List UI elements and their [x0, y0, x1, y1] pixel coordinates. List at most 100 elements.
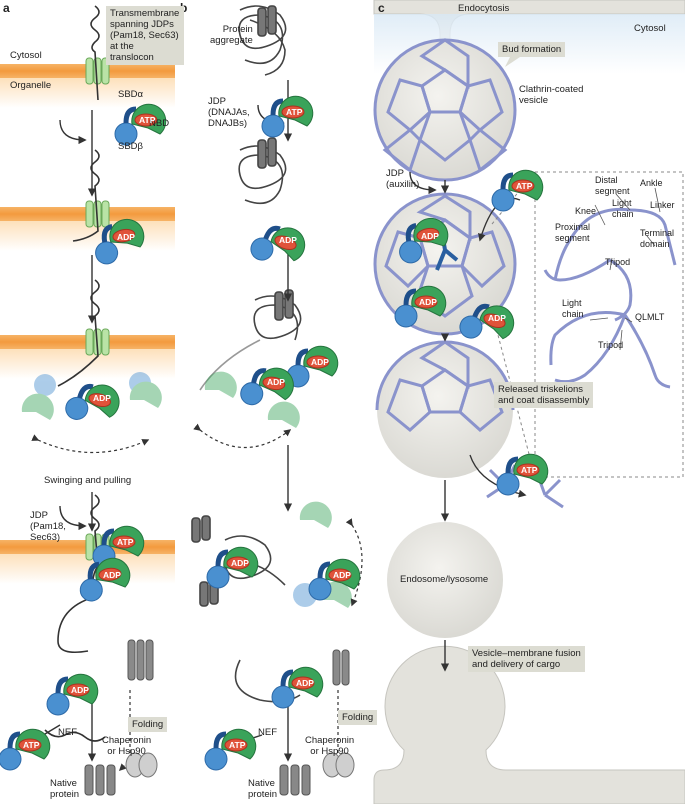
ghost-hsp70-b — [204, 371, 352, 608]
atp-label: ATP — [521, 465, 538, 475]
aggregate-b1 — [238, 5, 287, 76]
atp-label: ATP — [23, 740, 40, 750]
atp-label: ATP — [139, 115, 156, 125]
hsp70-molecule — [206, 546, 259, 589]
nef-label-b: NEF — [258, 727, 277, 738]
adp-nucleotide — [328, 568, 352, 582]
adp-label: ADP — [296, 678, 314, 688]
nef-label-a: NEF — [58, 727, 77, 738]
bud-formation-callout: Bud formation — [498, 42, 566, 57]
membrane-a3 — [0, 335, 175, 379]
atp-nucleotide — [18, 738, 42, 752]
atp-label: ATP — [286, 107, 303, 117]
proximal-segment-label: Proximal segment — [555, 222, 591, 243]
sbd-beta-domain — [491, 188, 515, 212]
sbd-beta-domain — [95, 241, 119, 265]
panel-b — [191, 5, 363, 796]
panel-c — [373, 0, 685, 804]
sbd-alpha-lid — [251, 368, 267, 384]
sbd-beta-domain — [399, 240, 423, 264]
adp-label: ADP — [279, 235, 297, 245]
hsp70-molecule — [95, 218, 145, 265]
endosome — [387, 522, 503, 638]
adp-nucleotide — [483, 313, 506, 329]
fusion-callout: Vesicle–membrane fusion and delivery of … — [468, 646, 585, 672]
atp-nucleotide — [224, 738, 248, 752]
jdp-auxilin-label: JDP (auxilin) — [386, 168, 420, 190]
swinging-arrow — [31, 434, 150, 453]
sbd-alpha-lid — [123, 106, 137, 124]
sbd-alpha-lid — [472, 303, 490, 318]
sbd-alpha-lid — [270, 98, 284, 116]
cytosol-label-c: Cytosol — [634, 23, 666, 34]
tripod-label-2: Tripod — [598, 340, 624, 350]
hsp70-molecule — [394, 285, 447, 328]
fused-membrane — [373, 645, 685, 804]
folded-protein-a — [127, 639, 154, 681]
cytosol-label-a: Cytosol — [10, 50, 42, 61]
panel-label-a: a — [3, 1, 10, 15]
sbd-beta-domain — [204, 747, 228, 771]
native-protein-b — [279, 764, 311, 796]
sbd-beta-domain — [308, 577, 332, 601]
folding-callout-a: Folding — [128, 717, 168, 732]
membrane-a2 — [0, 207, 175, 251]
chaperonin-a — [125, 752, 158, 778]
adp-label: ADP — [421, 231, 439, 241]
native-protein-label-a: Native protein — [50, 778, 80, 800]
sbd-beta-domain — [206, 565, 230, 589]
jdp-dnaj-label: JDP (DNAJAs, DNAJBs) — [208, 96, 250, 129]
hsp70-molecule — [46, 673, 99, 716]
ghost-hsp70-group — [21, 372, 162, 420]
membrane-a1 — [0, 64, 175, 108]
adp-nucleotide — [226, 556, 250, 570]
nbd-label: NBD — [149, 118, 170, 129]
sbd-alpha-lid — [87, 561, 100, 580]
swing-arrow-b2 — [345, 518, 363, 607]
sbd-alpha-lid — [215, 549, 229, 567]
adp-nucleotide — [291, 676, 315, 690]
hsp70-molecule — [271, 666, 324, 709]
sbd-alpha-label: SBDα — [118, 89, 144, 100]
atp-nucleotide — [112, 535, 136, 549]
translocon-jdp-callout: Transmembrane spanning JDPs (Pam18, Sec6… — [106, 6, 184, 65]
sbd-beta-domain — [65, 396, 89, 420]
endocytosis-label: Endocytosis — [458, 3, 510, 14]
adp-label: ADP — [267, 377, 285, 387]
light-chain-label-2: Light chain — [562, 298, 584, 319]
triskelion-inset — [534, 171, 684, 478]
sbd-beta-domain — [496, 472, 520, 496]
qlmlt-label: QLMLT — [635, 312, 665, 322]
sbd-alpha-lid — [263, 225, 281, 240]
clathrin-vesicle-label: Clathrin-coated vesicle — [519, 84, 584, 106]
hsp70-molecule — [496, 453, 549, 496]
adp-nucleotide — [416, 227, 440, 242]
tripod-label-1: Tripod — [605, 257, 631, 267]
chaperonin-label-a: Chaperonin or Hsp90 — [102, 735, 152, 757]
adp-label: ADP — [333, 570, 351, 580]
adp-label: ADP — [93, 393, 111, 403]
coated-vesicle-1 — [373, 38, 517, 182]
adp-label: ADP — [419, 297, 437, 307]
organelle-label: Organelle — [10, 80, 52, 91]
hsp70-molecule — [65, 383, 120, 420]
sbd-alpha-lid — [403, 288, 417, 306]
hsp70-molecule — [459, 303, 515, 340]
distal-segment-label: Distal segment — [595, 175, 630, 196]
hsp70-molecule — [240, 367, 294, 406]
hsp70-molecule — [491, 169, 544, 212]
adp-label: ADP — [488, 313, 506, 323]
sbd-alpha-lid — [55, 676, 69, 694]
jdp-pam18-label: JDP (Pam18, Sec63) — [30, 510, 66, 543]
hsp70-molecule — [0, 728, 51, 771]
adp-label: ADP — [103, 570, 121, 580]
hsp70-molecule — [79, 557, 131, 602]
adp-nucleotide — [262, 376, 286, 391]
swinging-pulling-label: Swinging and pulling — [44, 475, 132, 486]
triskelion-upper — [543, 207, 677, 322]
hsp70-molecule — [261, 95, 314, 138]
swing-arrow-b1 — [193, 423, 292, 448]
sbd-alpha-lid — [213, 731, 227, 749]
linker-label: Linker — [650, 200, 675, 210]
sbd-alpha-lid — [77, 383, 94, 399]
